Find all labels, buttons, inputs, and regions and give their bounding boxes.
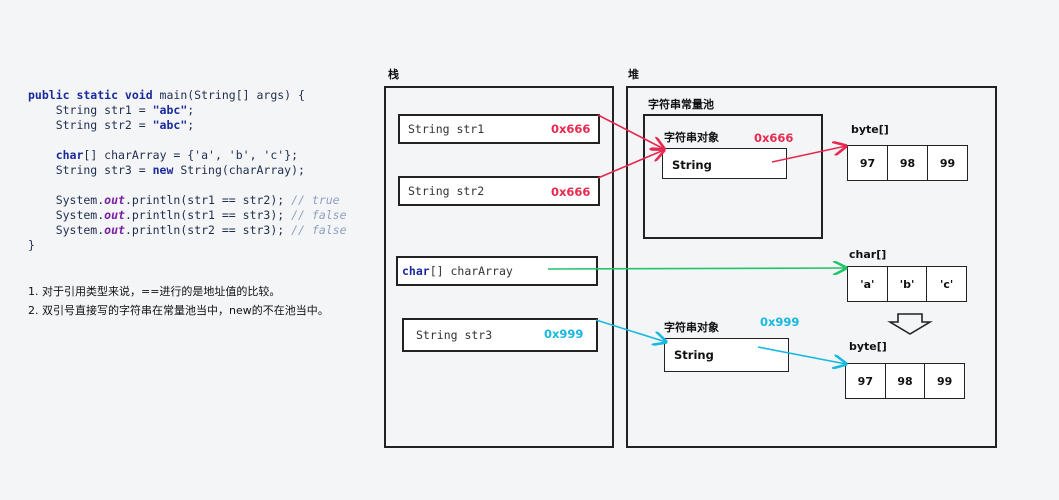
string-object-1-label: 字符串对象 <box>664 131 719 144</box>
byte-array-2-label: byte[] <box>849 340 887 353</box>
byte-array-2: 97 98 99 <box>845 363 965 399</box>
stack-var-str2: String str2 <box>398 176 600 206</box>
stack-var-str3: String str3 <box>402 318 598 352</box>
char-cell: 'b' <box>886 267 927 301</box>
char-array-label: char[] <box>849 248 887 261</box>
heap-region <box>626 86 997 448</box>
var-name: String str1 <box>408 122 485 136</box>
byte-cell: 97 <box>857 374 873 388</box>
code-line-6: String str3 = new String(charArray); <box>28 163 305 177</box>
char-array: 'a' 'b' 'c' <box>847 266 967 302</box>
string-object-1-address: 0x666 <box>754 131 794 145</box>
byte-array-1: 97 98 99 <box>847 145 968 181</box>
note-2: 2. 双引号直接写的字符串在常量池当中，new的不在池当中。 <box>28 304 329 317</box>
code-line-10: System.out.println(str2 == str3); // fal… <box>28 223 347 237</box>
char-cell: 'c' <box>926 267 966 301</box>
code-line-9: System.out.println(str1 == str3); // fal… <box>28 208 347 222</box>
var-name: char[] charArray <box>402 264 513 278</box>
string-object-2: String <box>664 338 789 372</box>
code-line-1: public static void main(String[] args) { <box>28 88 305 102</box>
string-object-2-address: 0x999 <box>760 315 800 329</box>
code-listing: public static void main(String[] args) {… <box>28 88 347 253</box>
notes: 1. 对于引用类型来说，==进行的是地址值的比较。 2. 双引号直接写的字符串在… <box>28 282 329 320</box>
var-name: String str2 <box>408 184 485 198</box>
stack-label: 栈 <box>388 68 399 81</box>
code-line-3: String str2 = "abc"; <box>28 118 195 132</box>
stack-region <box>384 86 614 448</box>
byte-cell: 97 <box>859 156 876 170</box>
string-pool-label: 字符串常量池 <box>648 98 714 111</box>
var-name: String str3 <box>416 328 493 342</box>
string-object-1: String <box>662 148 787 179</box>
byte-cell: 98 <box>884 364 925 398</box>
code-line-2: String str1 = "abc"; <box>28 103 195 117</box>
str1-address: 0x666 <box>551 122 591 136</box>
byte-array-1-label: byte[] <box>851 123 889 136</box>
code-line-5: char[] charArray = {'a', 'b', 'c'}; <box>55 148 299 162</box>
string-object-2-label: 字符串对象 <box>664 321 719 334</box>
stack-var-str1: String str1 <box>398 114 600 144</box>
code-line-8: System.out.println(str1 == str2); // tru… <box>28 193 340 207</box>
char-cell: 'a' <box>860 277 875 291</box>
note-1: 1. 对于引用类型来说，==进行的是地址值的比较。 <box>28 285 281 298</box>
str3-address: 0x999 <box>544 327 584 341</box>
byte-cell: 99 <box>924 364 964 398</box>
byte-cell: 98 <box>887 146 927 180</box>
stack-var-chararray: char[] charArray <box>396 256 598 286</box>
code-line-11: } <box>28 238 35 252</box>
byte-cell: 99 <box>927 146 967 180</box>
heap-label: 堆 <box>628 68 639 81</box>
str2-address: 0x666 <box>551 185 591 199</box>
